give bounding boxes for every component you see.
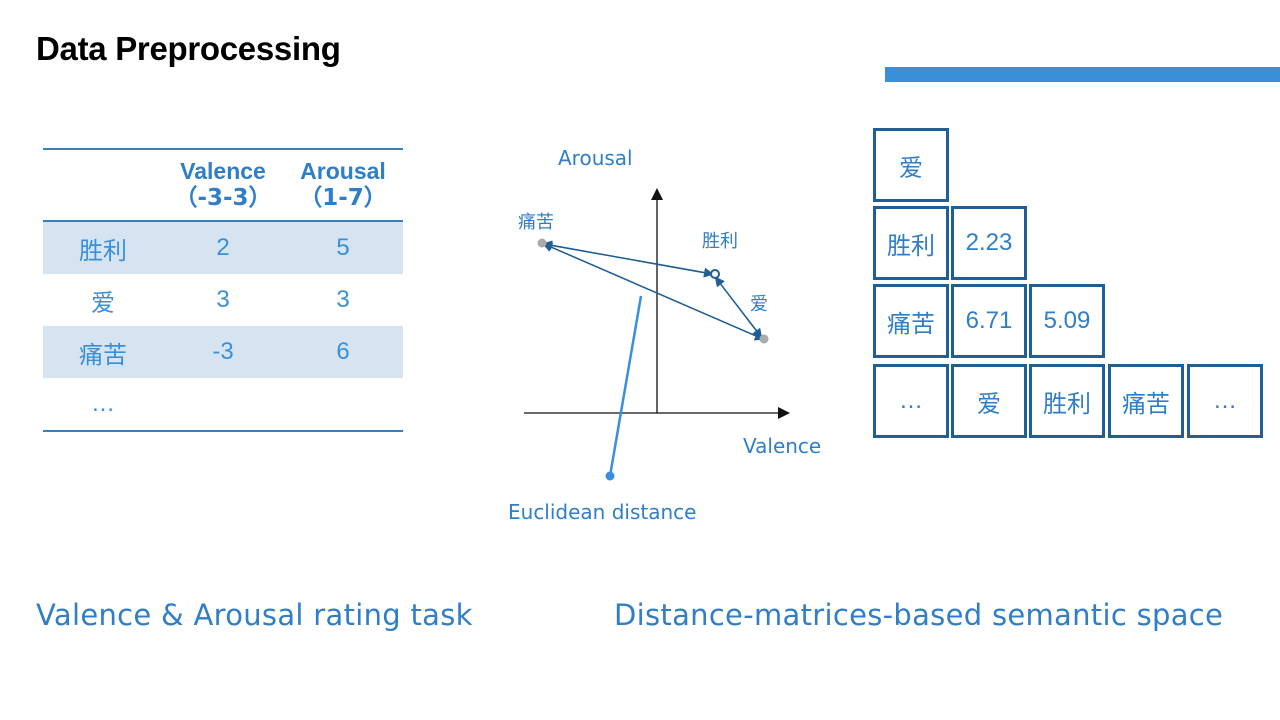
table-row: 爱 3 3 — [91, 286, 350, 317]
matrix-col-header: 胜利 — [1029, 364, 1105, 438]
rating-table: Valence （-3-3） Arousal （1-7） 胜利 2 5 爱 3 … — [43, 148, 403, 432]
accent-bar — [885, 67, 1280, 82]
point-victory — [710, 269, 720, 279]
caption-left: Valence & Arousal rating task — [36, 598, 473, 632]
point-label-victory: 胜利 — [702, 231, 738, 252]
callout-dot — [605, 471, 615, 481]
matrix-col-header: 痛苦 — [1108, 364, 1184, 438]
y-axis-label: Arousal — [558, 146, 633, 170]
distance-arrow — [543, 243, 765, 341]
table-header-row: Valence （-3-3） Arousal （1-7） — [43, 150, 403, 220]
matrix-row-header: 胜利 — [873, 206, 949, 280]
page-title: Data Preprocessing — [36, 30, 341, 67]
arousal-header: Arousal （1-7） — [299, 158, 387, 211]
point-label-pain: 痛苦 — [518, 212, 554, 233]
matrix-value: 6.71 — [951, 284, 1027, 358]
table-top-rule — [43, 148, 403, 150]
matrix-row-header: 痛苦 — [873, 284, 949, 358]
matrix-row-header: 爱 — [873, 128, 949, 202]
callout-label: Euclidean distance — [508, 500, 696, 524]
distance-arrow — [715, 277, 763, 339]
point-label-love: 爱 — [750, 294, 768, 315]
valence-arousal-diagram: Arousal Valence 痛苦 胜利 爱 Euclidean distan… — [508, 146, 821, 524]
matrix-col-header: 爱 — [951, 364, 1027, 438]
callout-line — [608, 295, 643, 477]
matrix-col-header: … — [1187, 364, 1263, 438]
caption-right: Distance-matrices-based semantic space — [614, 598, 1224, 632]
x-axis-label: Valence — [743, 434, 821, 458]
table-row: … — [91, 390, 115, 417]
matrix-value: 2.23 — [951, 206, 1027, 280]
matrix-col-header: … — [873, 364, 949, 438]
table-bottom-rule — [43, 430, 403, 432]
matrix-value: 5.09 — [1029, 284, 1105, 358]
valence-header: Valence （-3-3） — [174, 158, 272, 211]
point-pain — [537, 238, 547, 248]
distance-arrow — [543, 243, 714, 278]
point-love — [759, 334, 769, 344]
table-row: 胜利 2 5 — [43, 222, 403, 274]
table-header-rule — [43, 220, 403, 222]
table-row: 痛苦 -3 6 — [43, 326, 403, 378]
